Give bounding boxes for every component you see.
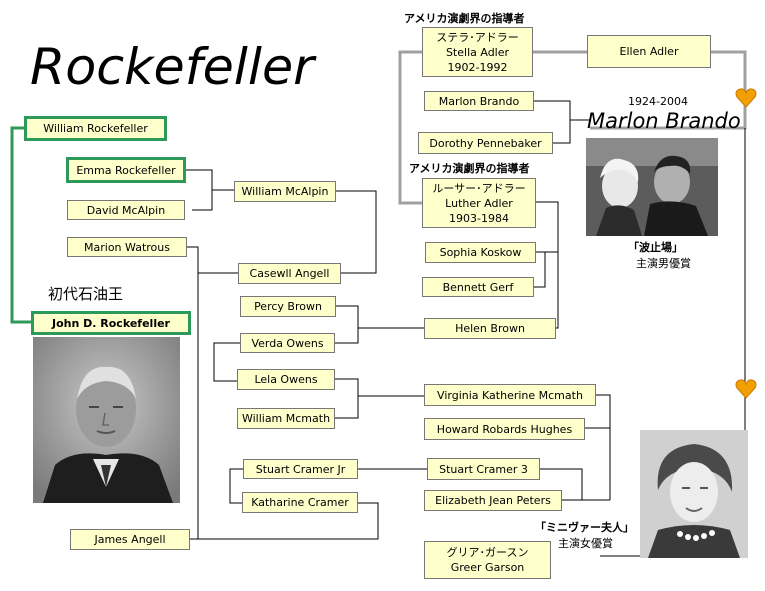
person-david-mcalpin[interactable]: David McAlpin [67, 200, 185, 220]
connector [213, 342, 240, 382]
person-elizabeth-jean-peters[interactable]: Elizabeth Jean Peters [424, 490, 562, 511]
connector [187, 246, 199, 540]
brando-award: 主演男優賞 [636, 257, 691, 270]
connector [335, 305, 359, 344]
garson-award: 主演女優賞 [558, 537, 613, 550]
person-casewll-angell[interactable]: Casewll Angell [238, 263, 341, 284]
person-howard-hughes[interactable]: Howard Robards Hughes [424, 418, 585, 440]
heart-icon [735, 88, 757, 108]
person-stella-adler[interactable]: ステラ･アドラー Stella Adler 1902-1992 [422, 27, 533, 77]
brando-photo [586, 138, 718, 236]
connector [190, 502, 379, 540]
greer-garson-photo [640, 430, 748, 558]
person-emma-rockefeller[interactable]: Emma Rockefeller [66, 157, 186, 183]
person-william-mcmath[interactable]: William Mcmath [237, 408, 335, 429]
adler-family-line [590, 50, 747, 130]
person-luther-adler[interactable]: ルーサー･アドラー Luther Adler 1903-1984 [422, 178, 536, 228]
person-john-d-rockefeller[interactable]: John D. Rockefeller [31, 311, 191, 335]
connector [335, 378, 359, 419]
person-helen-brown[interactable]: Helen Brown [424, 318, 556, 339]
connector [229, 468, 243, 504]
connector [336, 190, 377, 274]
person-stuart-cramer-3[interactable]: Stuart Cramer 3 [427, 458, 540, 480]
connector [585, 394, 611, 429]
garson-film: 「ミニヴァー夫人」 [535, 521, 634, 534]
person-stuart-cramer-jr[interactable]: Stuart Cramer Jr [243, 459, 358, 479]
person-virginia-mcmath[interactable]: Virginia Katherine Mcmath [424, 384, 596, 406]
person-katharine-cramer[interactable]: Katharine Cramer [242, 492, 358, 513]
person-william-rockefeller[interactable]: William Rockefeller [24, 116, 167, 141]
person-bennett-gerf[interactable]: Bennett Gerf [422, 277, 534, 297]
brando-name: Marlon Brando [587, 109, 741, 133]
adler-family-line [398, 50, 422, 205]
brando-film: 「波止場」 [628, 241, 683, 254]
adler-heading-top: アメリカ演劇界の指導者 [404, 12, 525, 25]
title-text: Rockefeller [30, 38, 317, 96]
connector [540, 468, 583, 501]
page-title: Rockefeller [28, 32, 318, 96]
heart-icon [735, 379, 757, 399]
person-dorothy-pennebaker[interactable]: Dorothy Pennebaker [418, 132, 553, 154]
person-lela-owens[interactable]: Lela Owens [237, 369, 335, 390]
person-marlon-brando[interactable]: Marlon Brando [424, 91, 534, 111]
person-percy-brown[interactable]: Percy Brown [240, 296, 336, 317]
connector [534, 252, 546, 288]
connector [534, 100, 571, 144]
person-william-mcalpin[interactable]: William McAlpin [234, 181, 336, 202]
person-greer-garson[interactable]: グリア･ガースン Greer Garson [424, 541, 551, 579]
john-d-rockefeller-photo [33, 337, 180, 503]
person-marion-watrous[interactable]: Marion Watrous [67, 237, 187, 257]
jd-caption: 初代石油王 [48, 285, 124, 303]
person-sophia-koskow[interactable]: Sophia Koskow [425, 242, 536, 263]
person-verda-owens[interactable]: Verda Owens [240, 333, 335, 353]
adler-heading-mid: アメリカ演劇界の指導者 [409, 162, 530, 175]
person-james-angell[interactable]: James Angell [70, 529, 190, 550]
person-ellen-adler[interactable]: Ellen Adler [587, 35, 711, 68]
rockefeller-lineage-line [10, 126, 32, 324]
connector [536, 201, 559, 329]
connector [184, 169, 213, 211]
brando-years: 1924-2004 [628, 95, 688, 108]
